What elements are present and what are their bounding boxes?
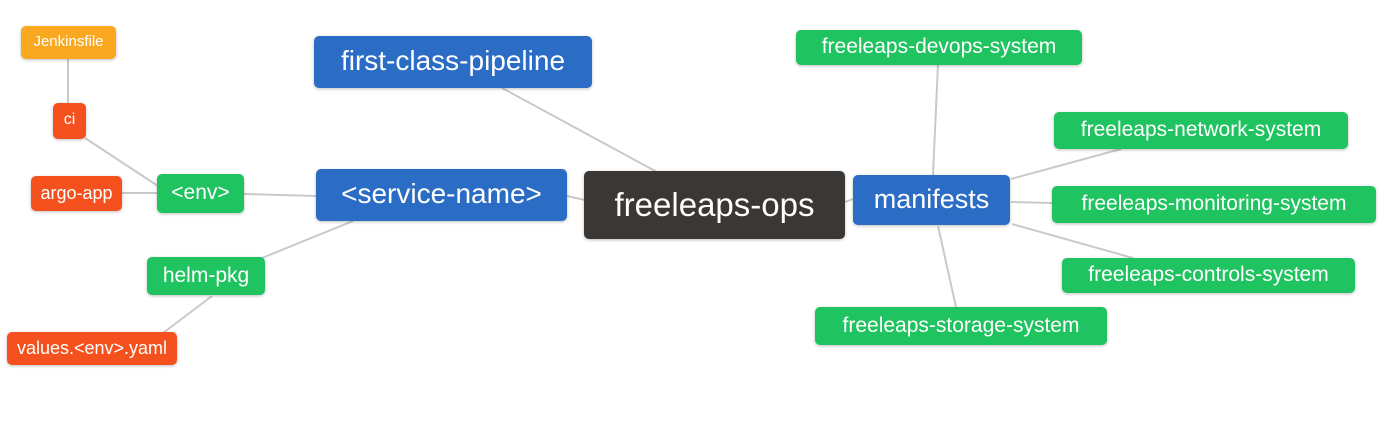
node-storage-system[interactable]: freeleaps-storage-system (815, 307, 1107, 345)
edge-servicename-freeleapsops (566, 195, 586, 201)
node-devops-system[interactable]: freeleaps-devops-system (796, 30, 1082, 65)
node-argo-app[interactable]: argo-app (31, 176, 122, 211)
edge-manifests-controls (1011, 223, 1134, 259)
edge-pipeline-freeleapsops (501, 87, 658, 173)
node-values-env-yaml[interactable]: values.<env>.yaml (7, 332, 177, 365)
edge-helmpkg-servicename (261, 220, 354, 259)
node-freeleaps-ops[interactable]: freeleaps-ops (584, 171, 845, 239)
node-ci[interactable]: ci (53, 103, 86, 139)
edge-env-servicename (243, 193, 317, 197)
node-manifests[interactable]: manifests (853, 175, 1010, 225)
edge-manifests-monitoring (1010, 201, 1053, 204)
edge-freeleapsops-manifests (844, 198, 854, 203)
edge-manifests-devops (932, 63, 939, 176)
node-env[interactable]: <env> (157, 174, 244, 213)
edge-manifests-storage (937, 225, 957, 308)
node-network-system[interactable]: freeleaps-network-system (1054, 112, 1348, 149)
node-jenkinsfile[interactable]: Jenkinsfile (21, 26, 116, 59)
node-helm-pkg[interactable]: helm-pkg (147, 257, 265, 295)
edge-valuesyaml-helmpkg (162, 295, 213, 334)
node-service-name[interactable]: <service-name> (316, 169, 567, 221)
edge-manifests-network (1010, 148, 1122, 180)
node-first-class-pipeline[interactable]: first-class-pipeline (314, 36, 592, 88)
node-monitoring-system[interactable]: freeleaps-monitoring-system (1052, 186, 1376, 223)
node-controls-system[interactable]: freeleaps-controls-system (1062, 258, 1355, 293)
